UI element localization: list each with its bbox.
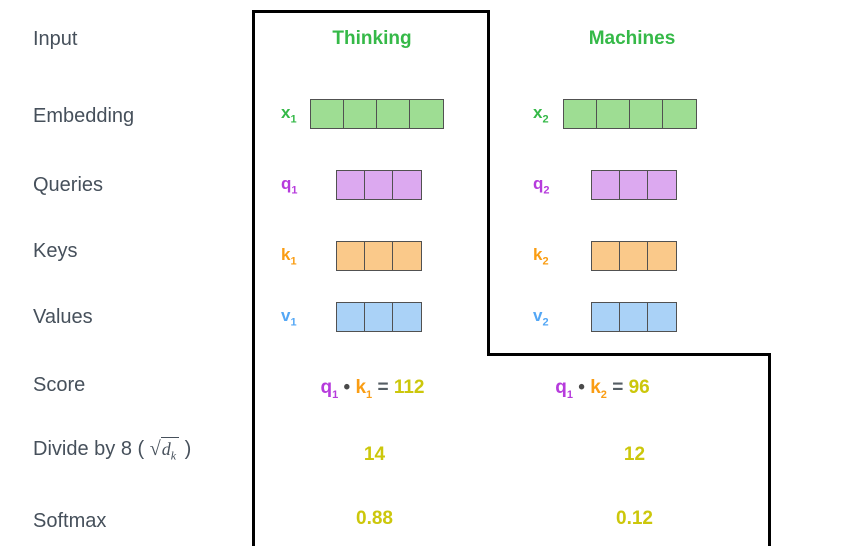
vector-cell: [410, 100, 443, 128]
softmax-value-2: 0.12: [616, 508, 653, 529]
vector-cell: [365, 171, 393, 199]
k2-key-vector: [591, 241, 677, 271]
highlight-box-border-step: [487, 353, 771, 356]
vector-cell: [597, 100, 630, 128]
k2-sub: 2: [542, 255, 549, 268]
vector-label-q2: q2: [533, 174, 550, 197]
vector-label-x2: x2: [533, 103, 549, 126]
x1-sub: 1: [290, 113, 297, 126]
vector-label-k2: k2: [533, 245, 549, 268]
vector-cell: [337, 303, 365, 331]
score-expression-2: q1 • k2 = 96: [515, 377, 690, 401]
sqrt-arg-base: d: [161, 439, 171, 459]
score2-result: 96: [628, 377, 650, 398]
vector-cell: [393, 303, 421, 331]
q1-sub: 1: [291, 184, 298, 197]
x1-base: x: [281, 103, 291, 122]
score2-q: q1: [555, 377, 573, 401]
softmax-value-1: 0.88: [356, 508, 393, 529]
row-label-score: Score: [33, 374, 86, 396]
sqrt-argument: dk: [160, 437, 180, 462]
highlight-box-border-right-upper: [487, 10, 490, 356]
vector-label-v2: v2: [533, 306, 549, 329]
vector-cell: [365, 303, 393, 331]
column-header-machines: Machines: [588, 28, 676, 49]
vector-cell: [592, 242, 620, 270]
k1-sub: 1: [290, 255, 297, 268]
row-label-keys: Keys: [33, 240, 78, 262]
score-expression-1: q1 • k1 = 112: [285, 377, 460, 401]
row-label-softmax: Softmax: [33, 510, 107, 532]
k2-base: k: [533, 245, 543, 264]
x2-embedding-vector: [563, 99, 697, 129]
vector-cell: [648, 242, 676, 270]
vector-cell: [620, 242, 648, 270]
vector-cell: [592, 171, 620, 199]
divided-value-2: 12: [623, 444, 646, 465]
x2-base: x: [533, 103, 543, 122]
score2-equals: =: [612, 377, 624, 398]
vector-cell: [393, 242, 421, 270]
vector-cell: [337, 242, 365, 270]
highlight-box-border-right-lower: [768, 353, 771, 546]
vector-cell: [620, 303, 648, 331]
score1-k: k1: [355, 377, 373, 401]
q2-sub: 2: [543, 184, 550, 197]
vector-cell: [648, 171, 676, 199]
divide-suffix: ): [179, 438, 192, 460]
q2-base: q: [533, 174, 544, 193]
q2-query-vector: [591, 170, 677, 200]
k1-base: k: [281, 245, 291, 264]
score1-q: q1: [320, 377, 339, 401]
vector-cell: [377, 100, 410, 128]
vector-cell: [620, 171, 648, 199]
v1-base: v: [281, 306, 291, 325]
column-header-thinking: Thinking: [332, 28, 412, 49]
row-label-input: Input: [33, 28, 78, 50]
vector-cell: [365, 242, 393, 270]
vector-cell: [311, 100, 344, 128]
k1-key-vector: [336, 241, 422, 271]
x2-sub: 2: [542, 113, 549, 126]
x1-embedding-vector: [310, 99, 444, 129]
sqrt-arg-sub: k: [170, 448, 177, 463]
vector-label-v1: v1: [281, 306, 297, 329]
sqrt-radical-icon: √: [149, 438, 161, 460]
row-label-divide: Divide by 8 ( √dk ): [33, 437, 192, 462]
vector-cell: [648, 303, 676, 331]
q1-base: q: [281, 174, 292, 193]
v2-value-vector: [591, 302, 677, 332]
vector-cell: [393, 171, 421, 199]
vector-cell: [344, 100, 377, 128]
highlight-box-border-left: [252, 10, 255, 546]
divide-prefix: Divide by 8 (: [33, 438, 150, 460]
score1-result: 112: [393, 377, 425, 398]
v2-base: v: [533, 306, 543, 325]
row-label-queries: Queries: [33, 174, 104, 196]
vector-label-x1: x1: [281, 103, 297, 126]
v2-sub: 2: [542, 316, 549, 329]
v1-value-vector: [336, 302, 422, 332]
score1-equals: =: [377, 377, 389, 398]
vector-label-k1: k1: [281, 245, 297, 268]
vector-cell: [663, 100, 696, 128]
v1-sub: 1: [290, 316, 297, 329]
dot-product-icon: •: [578, 377, 585, 398]
divided-value-1: 14: [363, 444, 386, 465]
row-label-embedding: Embedding: [33, 105, 135, 127]
highlight-box-border-top: [252, 10, 490, 13]
vector-cell: [564, 100, 597, 128]
vector-label-q1: q1: [281, 174, 298, 197]
score2-k: k2: [590, 377, 607, 401]
row-label-values: Values: [33, 306, 93, 328]
vector-cell: [337, 171, 365, 199]
vector-cell: [630, 100, 663, 128]
dot-product-icon: •: [343, 377, 351, 398]
vector-cell: [592, 303, 620, 331]
q1-query-vector: [336, 170, 422, 200]
